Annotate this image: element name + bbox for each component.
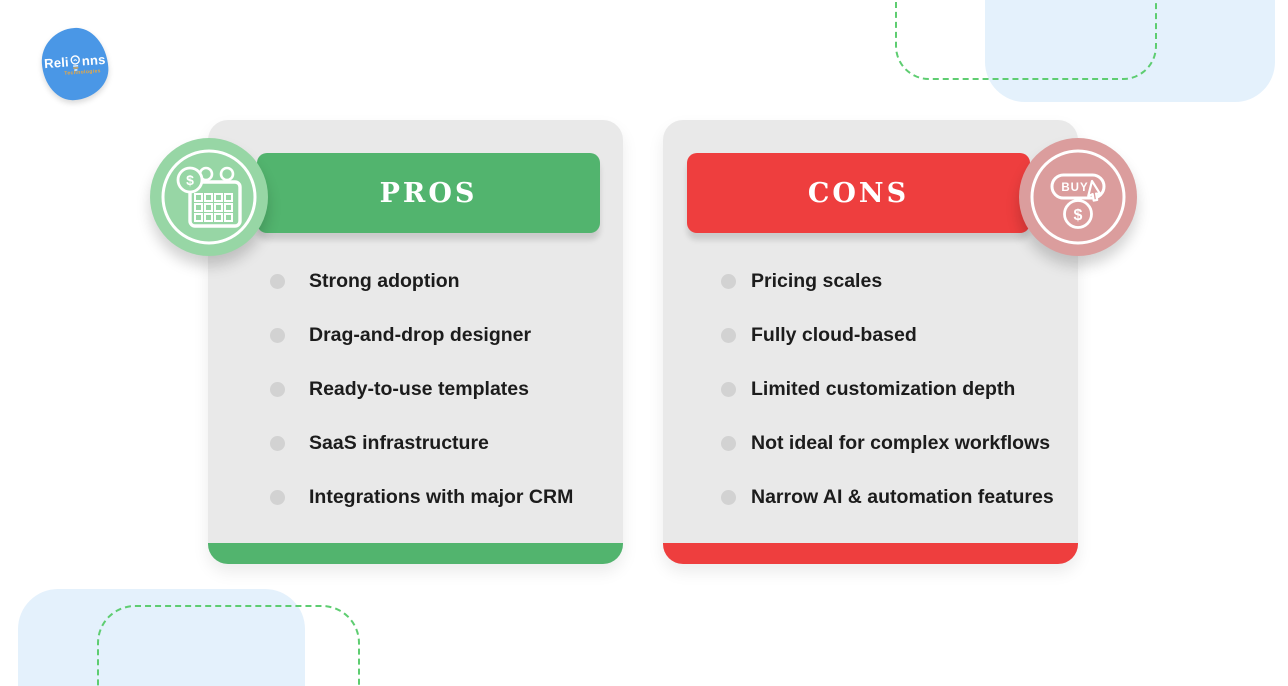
cursor-arrow-icon <box>1087 179 1102 202</box>
cons-item-text: Narrow AI & automation features <box>751 485 1054 508</box>
cons-title: CONS <box>807 177 910 209</box>
list-item: Fully cloud-based <box>663 308 1078 362</box>
calendar-dollar-icon: $ <box>161 149 257 245</box>
bullet-icon <box>270 327 285 343</box>
bullet-icon <box>270 381 285 397</box>
cons-badge-buy-label: BUY <box>1061 182 1088 194</box>
bullet-icon <box>270 435 285 451</box>
list-item: Strong adoption <box>208 254 623 308</box>
lightbulb-icon <box>70 54 80 71</box>
pros-bottom-accent <box>208 543 623 564</box>
pros-title: PROS <box>379 177 478 209</box>
logo-text-part2: nns <box>81 51 106 69</box>
list-item: SaaS infrastructure <box>208 416 623 470</box>
decor-dashed-rect-top-right <box>895 0 1157 80</box>
cons-item-text: Not ideal for complex workflows <box>751 431 1051 454</box>
bullet-icon <box>721 381 736 397</box>
cons-item-text: Fully cloud-based <box>751 323 917 346</box>
cons-badge-dollar: $ <box>1074 207 1083 224</box>
list-item: Ready-to-use templates <box>208 362 623 416</box>
list-item: Pricing scales <box>663 254 1078 308</box>
logo-text-part1: Reli <box>43 53 70 71</box>
list-item: Integrations with major CRM <box>208 470 623 524</box>
cons-card: CONS BUY $ Pricing scales <box>663 120 1137 564</box>
list-item: Not ideal for complex workflows <box>663 416 1078 470</box>
bullet-icon <box>721 327 736 343</box>
relinns-logo: Reli nns Technologies <box>39 25 111 103</box>
cons-badge: BUY $ <box>1019 138 1137 256</box>
cons-bottom-accent <box>663 543 1078 564</box>
list-item: Limited customization depth <box>663 362 1078 416</box>
bullet-icon <box>721 489 736 505</box>
pros-item-text: Drag-and-drop designer <box>309 323 532 346</box>
list-item: Narrow AI & automation features <box>663 470 1078 524</box>
cons-list: Pricing scales Fully cloud-based Limited… <box>663 254 1078 524</box>
pros-card: PROS $ <box>150 120 623 564</box>
cons-item-text: Pricing scales <box>751 269 883 292</box>
pros-header-bar: PROS <box>257 153 600 233</box>
pros-item-text: Integrations with major CRM <box>309 485 574 508</box>
bullet-icon <box>270 273 285 289</box>
pros-list: Strong adoption Drag-and-drop designer R… <box>208 254 623 524</box>
pros-item-text: Strong adoption <box>309 269 460 292</box>
buy-click-dollar-icon: BUY $ <box>1030 149 1126 245</box>
logo-wordmark: Reli nns <box>44 50 106 71</box>
cons-item-text: Limited customization depth <box>751 377 1016 400</box>
pros-badge: $ <box>150 138 268 256</box>
bullet-icon <box>270 489 285 505</box>
list-item: Drag-and-drop designer <box>208 308 623 362</box>
pros-badge-dollar: $ <box>186 172 194 188</box>
cons-header-bar: CONS <box>687 153 1030 233</box>
pros-item-text: SaaS infrastructure <box>309 431 489 454</box>
pros-item-text: Ready-to-use templates <box>309 377 529 400</box>
decor-dashed-rect-bottom-left <box>97 605 360 686</box>
bullet-icon <box>721 435 736 451</box>
bullet-icon <box>721 273 736 289</box>
